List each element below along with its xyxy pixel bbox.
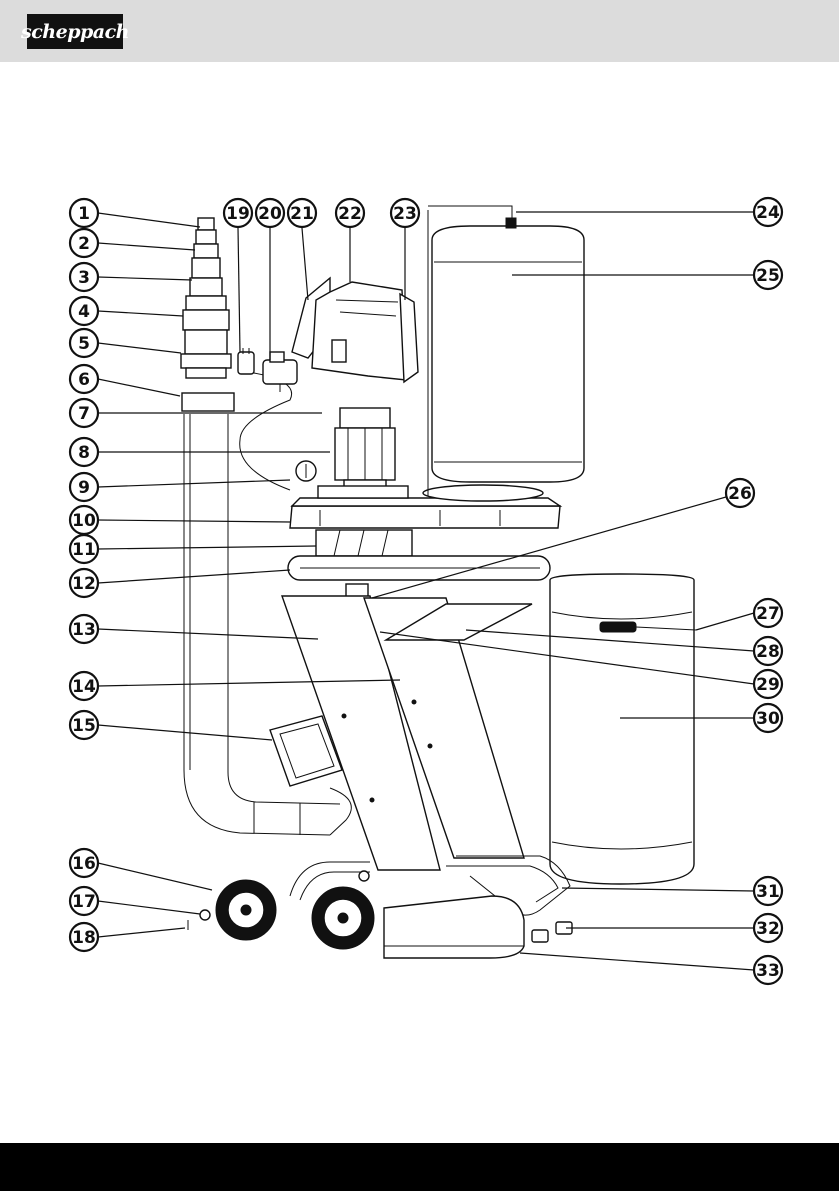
callout-26: 26: [726, 479, 754, 507]
callout-22: 22: [336, 199, 364, 227]
wheels: [188, 880, 374, 949]
svg-text:23: 23: [393, 204, 417, 224]
svg-text:2: 2: [78, 234, 90, 254]
svg-text:13: 13: [72, 620, 96, 640]
callout-5: 5: [70, 329, 98, 357]
svg-text:3: 3: [78, 268, 90, 288]
svg-text:10: 10: [72, 511, 96, 531]
impeller: [316, 530, 412, 556]
callout-14: 14: [70, 672, 98, 700]
svg-text:19: 19: [226, 204, 250, 224]
callout-1: 1: [70, 199, 98, 227]
svg-text:5: 5: [78, 334, 90, 354]
svg-text:11: 11: [72, 540, 96, 560]
svg-text:17: 17: [72, 892, 96, 912]
callout-10: 10: [70, 506, 98, 534]
callout-33: 33: [754, 956, 782, 984]
svg-text:29: 29: [756, 675, 780, 695]
svg-text:14: 14: [72, 677, 96, 697]
svg-text:16: 16: [72, 854, 96, 874]
svg-text:25: 25: [756, 266, 780, 286]
svg-text:6: 6: [78, 370, 90, 390]
callout-8: 8: [70, 438, 98, 466]
callout-25: 25: [754, 261, 782, 289]
callout-9: 9: [70, 473, 98, 501]
svg-text:27: 27: [756, 604, 780, 624]
callout-32: 32: [754, 914, 782, 942]
callout-20: 20: [256, 199, 284, 227]
capacitor: [263, 352, 297, 392]
callout-2: 2: [70, 229, 98, 257]
svg-text:26: 26: [728, 484, 752, 504]
collection-bag: [550, 574, 696, 884]
svg-text:30: 30: [756, 709, 780, 729]
impeller-housing: [288, 556, 550, 598]
clips: [532, 922, 572, 942]
dust-tray: [384, 896, 524, 958]
hose-adapter-stack: [181, 218, 234, 411]
svg-text:12: 12: [72, 574, 96, 594]
svg-text:31: 31: [756, 882, 780, 902]
callout-30: 30: [754, 704, 782, 732]
filter-bag: [423, 206, 584, 501]
callout-19: 19: [224, 199, 252, 227]
svg-text:4: 4: [78, 302, 90, 322]
svg-text:24: 24: [756, 203, 780, 223]
svg-text:32: 32: [756, 919, 780, 939]
svg-text:21: 21: [290, 204, 314, 224]
svg-text:28: 28: [756, 642, 780, 662]
svg-text:15: 15: [72, 716, 96, 736]
svg-text:22: 22: [338, 204, 362, 224]
callout-29: 29: [754, 670, 782, 698]
callout-15: 15: [70, 711, 98, 739]
svg-text:18: 18: [72, 928, 96, 948]
svg-text:1: 1: [78, 204, 90, 224]
on-off-switch: [296, 461, 316, 481]
callout-21: 21: [288, 199, 316, 227]
callout-31: 31: [754, 877, 782, 905]
callout-17: 17: [70, 887, 98, 915]
callout-7: 7: [70, 399, 98, 427]
callout-13: 13: [70, 615, 98, 643]
svg-text:7: 7: [78, 404, 90, 424]
motor: [335, 408, 395, 494]
svg-text:20: 20: [258, 204, 282, 224]
callout-24: 24: [754, 198, 782, 226]
callout-18: 18: [70, 923, 98, 951]
callout-12: 12: [70, 569, 98, 597]
callout-16: 16: [70, 849, 98, 877]
svg-text:33: 33: [756, 961, 780, 981]
page-footer-bar: [0, 1143, 839, 1191]
callout-6: 6: [70, 365, 98, 393]
callout-4: 4: [70, 297, 98, 325]
motor-cover: [292, 278, 418, 382]
callout-27: 27: [754, 599, 782, 627]
parts-drawing: [181, 206, 696, 958]
callout-3: 3: [70, 263, 98, 291]
svg-text:8: 8: [78, 443, 90, 463]
callout-11: 11: [70, 535, 98, 563]
svg-text:9: 9: [78, 478, 90, 498]
callout-28: 28: [754, 637, 782, 665]
callout-23: 23: [391, 199, 419, 227]
